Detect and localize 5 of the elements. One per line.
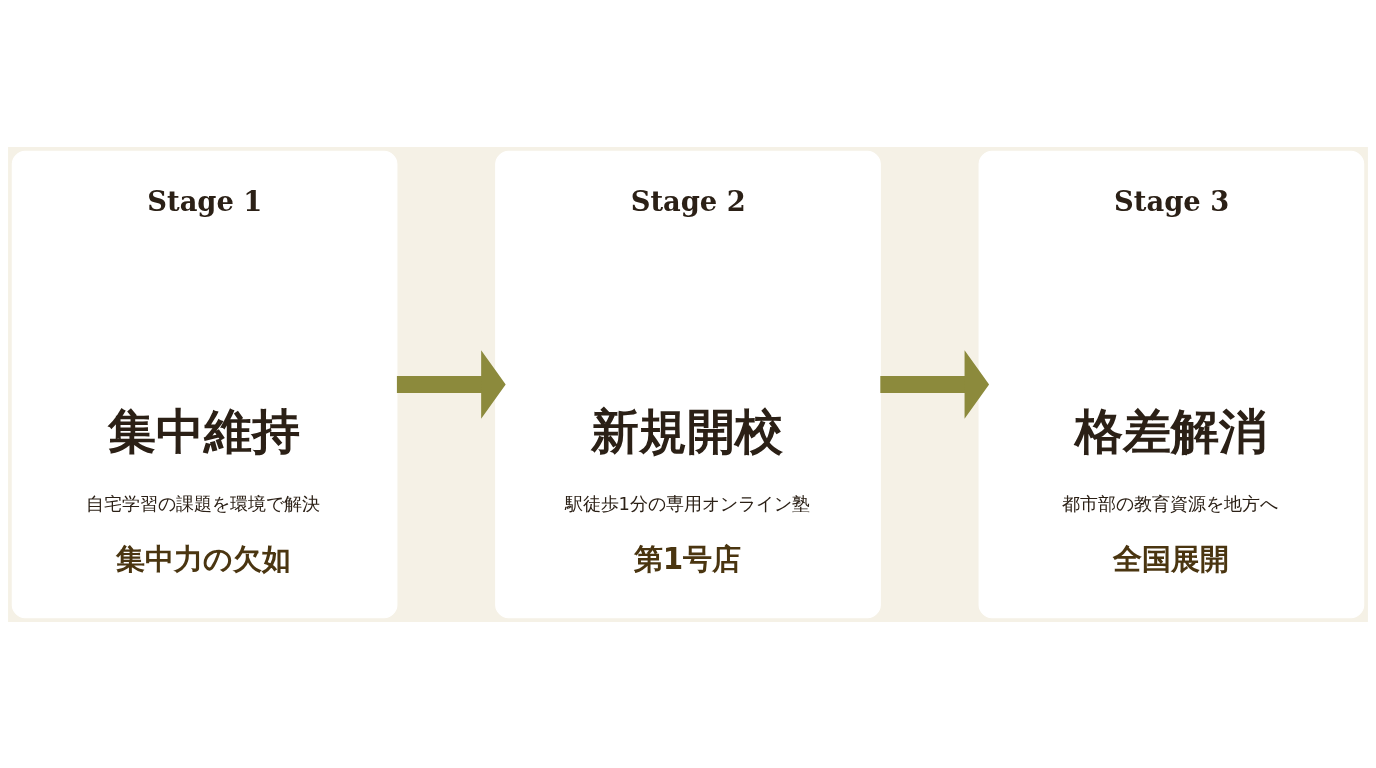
arrow xyxy=(880,349,990,419)
node-box: Stage 2 新規開校 駅徒歩1分の専用オンライン塾 第1号店 xyxy=(495,150,881,618)
node-box: Stage 1 集中維持 自宅学習の課題を環境で解決 集中力の欠如 xyxy=(11,150,398,618)
node-box: Stage 3 格差解消 都市部の教育資源を地方へ 全国展開 xyxy=(978,150,1365,618)
arrow xyxy=(396,349,506,419)
